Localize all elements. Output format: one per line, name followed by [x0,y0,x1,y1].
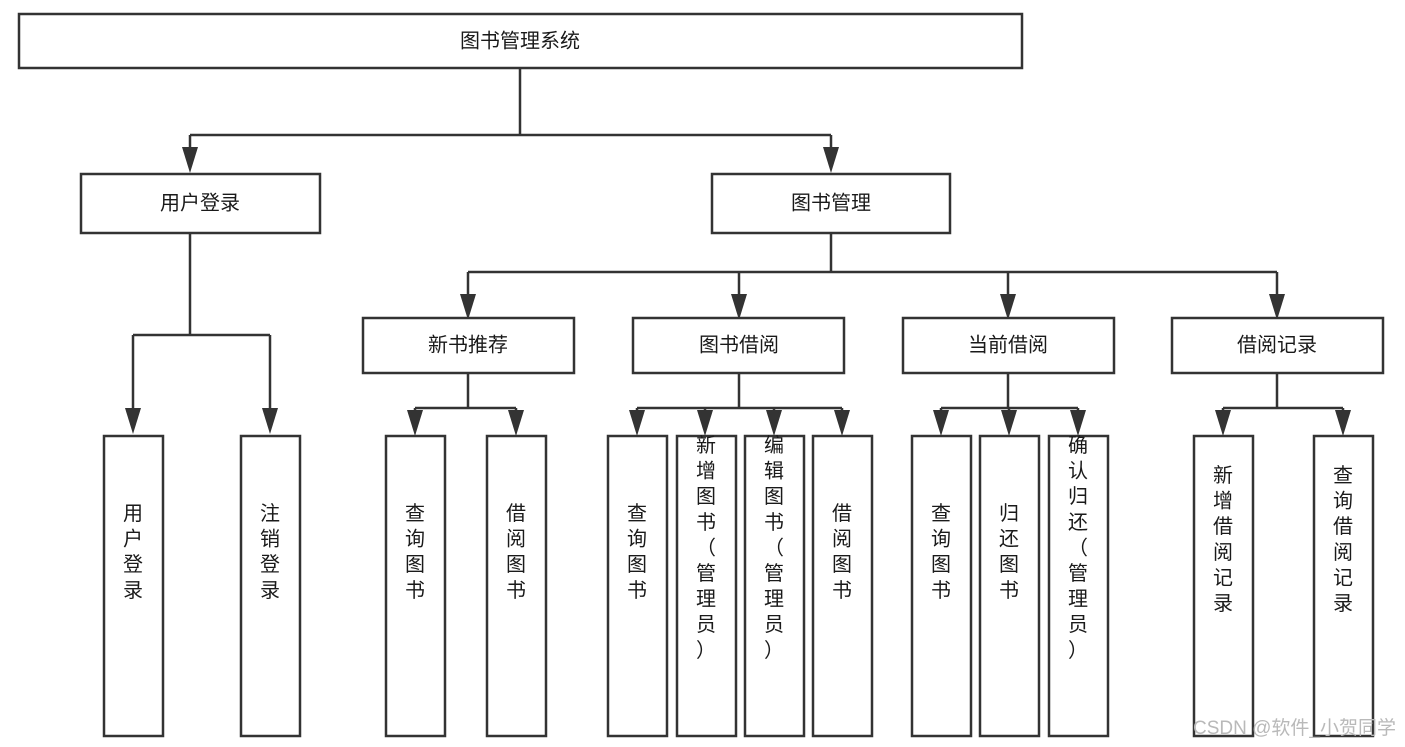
node-leaf-edit-book-label: 编辑图书（管理员） [764,434,784,662]
node-root-box[interactable] [17,12,1024,70]
node-leaf-query-book-1-box[interactable] [384,434,447,738]
node-leaf-return-book-label: 归还图书 [999,502,1019,602]
node-current-borrow-label: 当前借阅 [968,333,1048,356]
node-leaf-add-book-label: 新增图书（管理员） [696,434,716,662]
node-leaf-query-book-2-box[interactable] [606,434,669,738]
arrow-to-leaf-query-book-1 [407,410,423,436]
csdn-watermark: CSDN @软件_小贺同学 [1193,717,1396,739]
node-leaf-query-record-box[interactable] [1312,434,1375,738]
node-leaf-user-logout[interactable]: 注销登录 [239,434,302,738]
node-user-login[interactable]: 用户登录 [79,172,322,235]
node-user-login-label: 用户登录 [160,191,240,214]
node-leaf-borrow-book-1-label: 借阅图书 [506,502,526,602]
node-leaf-query-book-2[interactable]: 查询图书 [606,434,669,738]
node-leaf-edit-book-box[interactable] [743,434,806,738]
node-leaf-add-record-label: 新增借阅记录 [1213,464,1233,615]
node-current-borrow[interactable]: 当前借阅 [901,316,1116,375]
arrow-to-current-borrow [1000,294,1016,320]
arrow-to-user-login [182,147,198,173]
node-leaf-query-book-3-box[interactable] [910,434,973,738]
node-leaf-return-book-box[interactable] [978,434,1041,738]
arrow-to-leaf-query-book-3 [933,410,949,436]
node-leaf-add-record-box[interactable] [1192,434,1255,738]
node-borrow-record-box[interactable] [1170,316,1385,375]
node-leaf-borrow-book-2-box[interactable] [811,434,874,738]
node-leaf-query-book-3[interactable]: 查询图书 [910,434,973,738]
node-new-book-recommend-label: 新书推荐 [428,333,508,356]
node-leaf-confirm-return-box[interactable] [1047,434,1110,738]
node-book-manage-box[interactable] [710,172,952,235]
arrow-to-leaf-borrow-book-2 [834,410,850,436]
node-leaf-add-book-box[interactable] [675,434,738,738]
node-book-borrow[interactable]: 图书借阅 [631,316,846,375]
node-leaf-borrow-book-2[interactable]: 借阅图书 [811,434,874,738]
connector-group [125,68,1351,436]
arrow-to-leaf-edit-book [766,410,782,436]
node-book-borrow-box[interactable] [631,316,846,375]
arrow-to-book-manage [823,147,839,173]
node-book-manage-label: 图书管理 [791,191,871,214]
arrow-to-leaf-add-book [697,410,713,436]
node-leaf-query-record-label: 查询借阅记录 [1333,464,1353,615]
node-leaf-edit-book[interactable]: 编辑图书（管理员） [743,434,806,738]
node-leaf-borrow-book-1-box[interactable] [485,434,548,738]
arrow-to-leaf-query-book-2 [629,410,645,436]
node-leaf-user-login-label: 用户登录 [123,503,143,602]
arrow-to-leaf-return-book [1001,410,1017,436]
node-leaf-query-book-2-label: 查询图书 [627,502,647,602]
arrow-to-leaf-query-record [1335,410,1351,436]
arrow-to-leaf-user-login [125,408,141,434]
node-new-book-recommend[interactable]: 新书推荐 [361,316,576,375]
node-root-label: 图书管理系统 [460,29,580,52]
node-borrow-record-label: 借阅记录 [1237,333,1317,356]
node-leaf-confirm-return[interactable]: 确认归还（管理员） [1047,434,1110,738]
node-user-login-box[interactable] [79,172,322,235]
node-leaf-user-logout-box[interactable] [239,434,302,738]
arrow-to-book-borrow [731,294,747,320]
node-book-borrow-label: 图书借阅 [699,333,779,356]
node-leaf-query-book-1-label: 查询图书 [405,502,425,602]
arrow-to-leaf-user-logout [262,408,278,434]
arrow-to-leaf-confirm-return [1070,410,1086,436]
arrow-to-borrow-record [1269,294,1285,320]
node-leaf-user-logout-label: 注销登录 [260,502,280,602]
node-book-manage[interactable]: 图书管理 [710,172,952,235]
node-leaf-return-book[interactable]: 归还图书 [978,434,1041,738]
arrow-to-leaf-add-record [1215,410,1231,436]
node-leaf-query-book-1[interactable]: 查询图书 [384,434,447,738]
node-current-borrow-box[interactable] [901,316,1116,375]
node-leaf-confirm-return-label: 确认归还（管理员） [1068,434,1088,662]
node-leaf-query-book-3-label: 查询图书 [931,502,951,602]
node-root[interactable]: 图书管理系统 [17,12,1024,70]
node-leaf-borrow-book-1[interactable]: 借阅图书 [485,434,548,738]
node-leaf-user-login-box[interactable] [102,434,165,738]
node-leaf-add-book[interactable]: 新增图书（管理员） [675,434,738,738]
node-borrow-record[interactable]: 借阅记录 [1170,316,1385,375]
arrow-to-new-book-recommend [460,294,476,320]
arrow-to-leaf-borrow-book-1 [508,410,524,436]
node-leaf-query-record[interactable]: 查询借阅记录 [1312,434,1375,738]
node-new-book-recommend-box[interactable] [361,316,576,375]
node-leaf-add-record[interactable]: 新增借阅记录 [1192,434,1255,738]
node-leaf-borrow-book-2-label: 借阅图书 [832,502,852,602]
node-leaf-user-login[interactable]: 用户登录 [102,434,165,738]
